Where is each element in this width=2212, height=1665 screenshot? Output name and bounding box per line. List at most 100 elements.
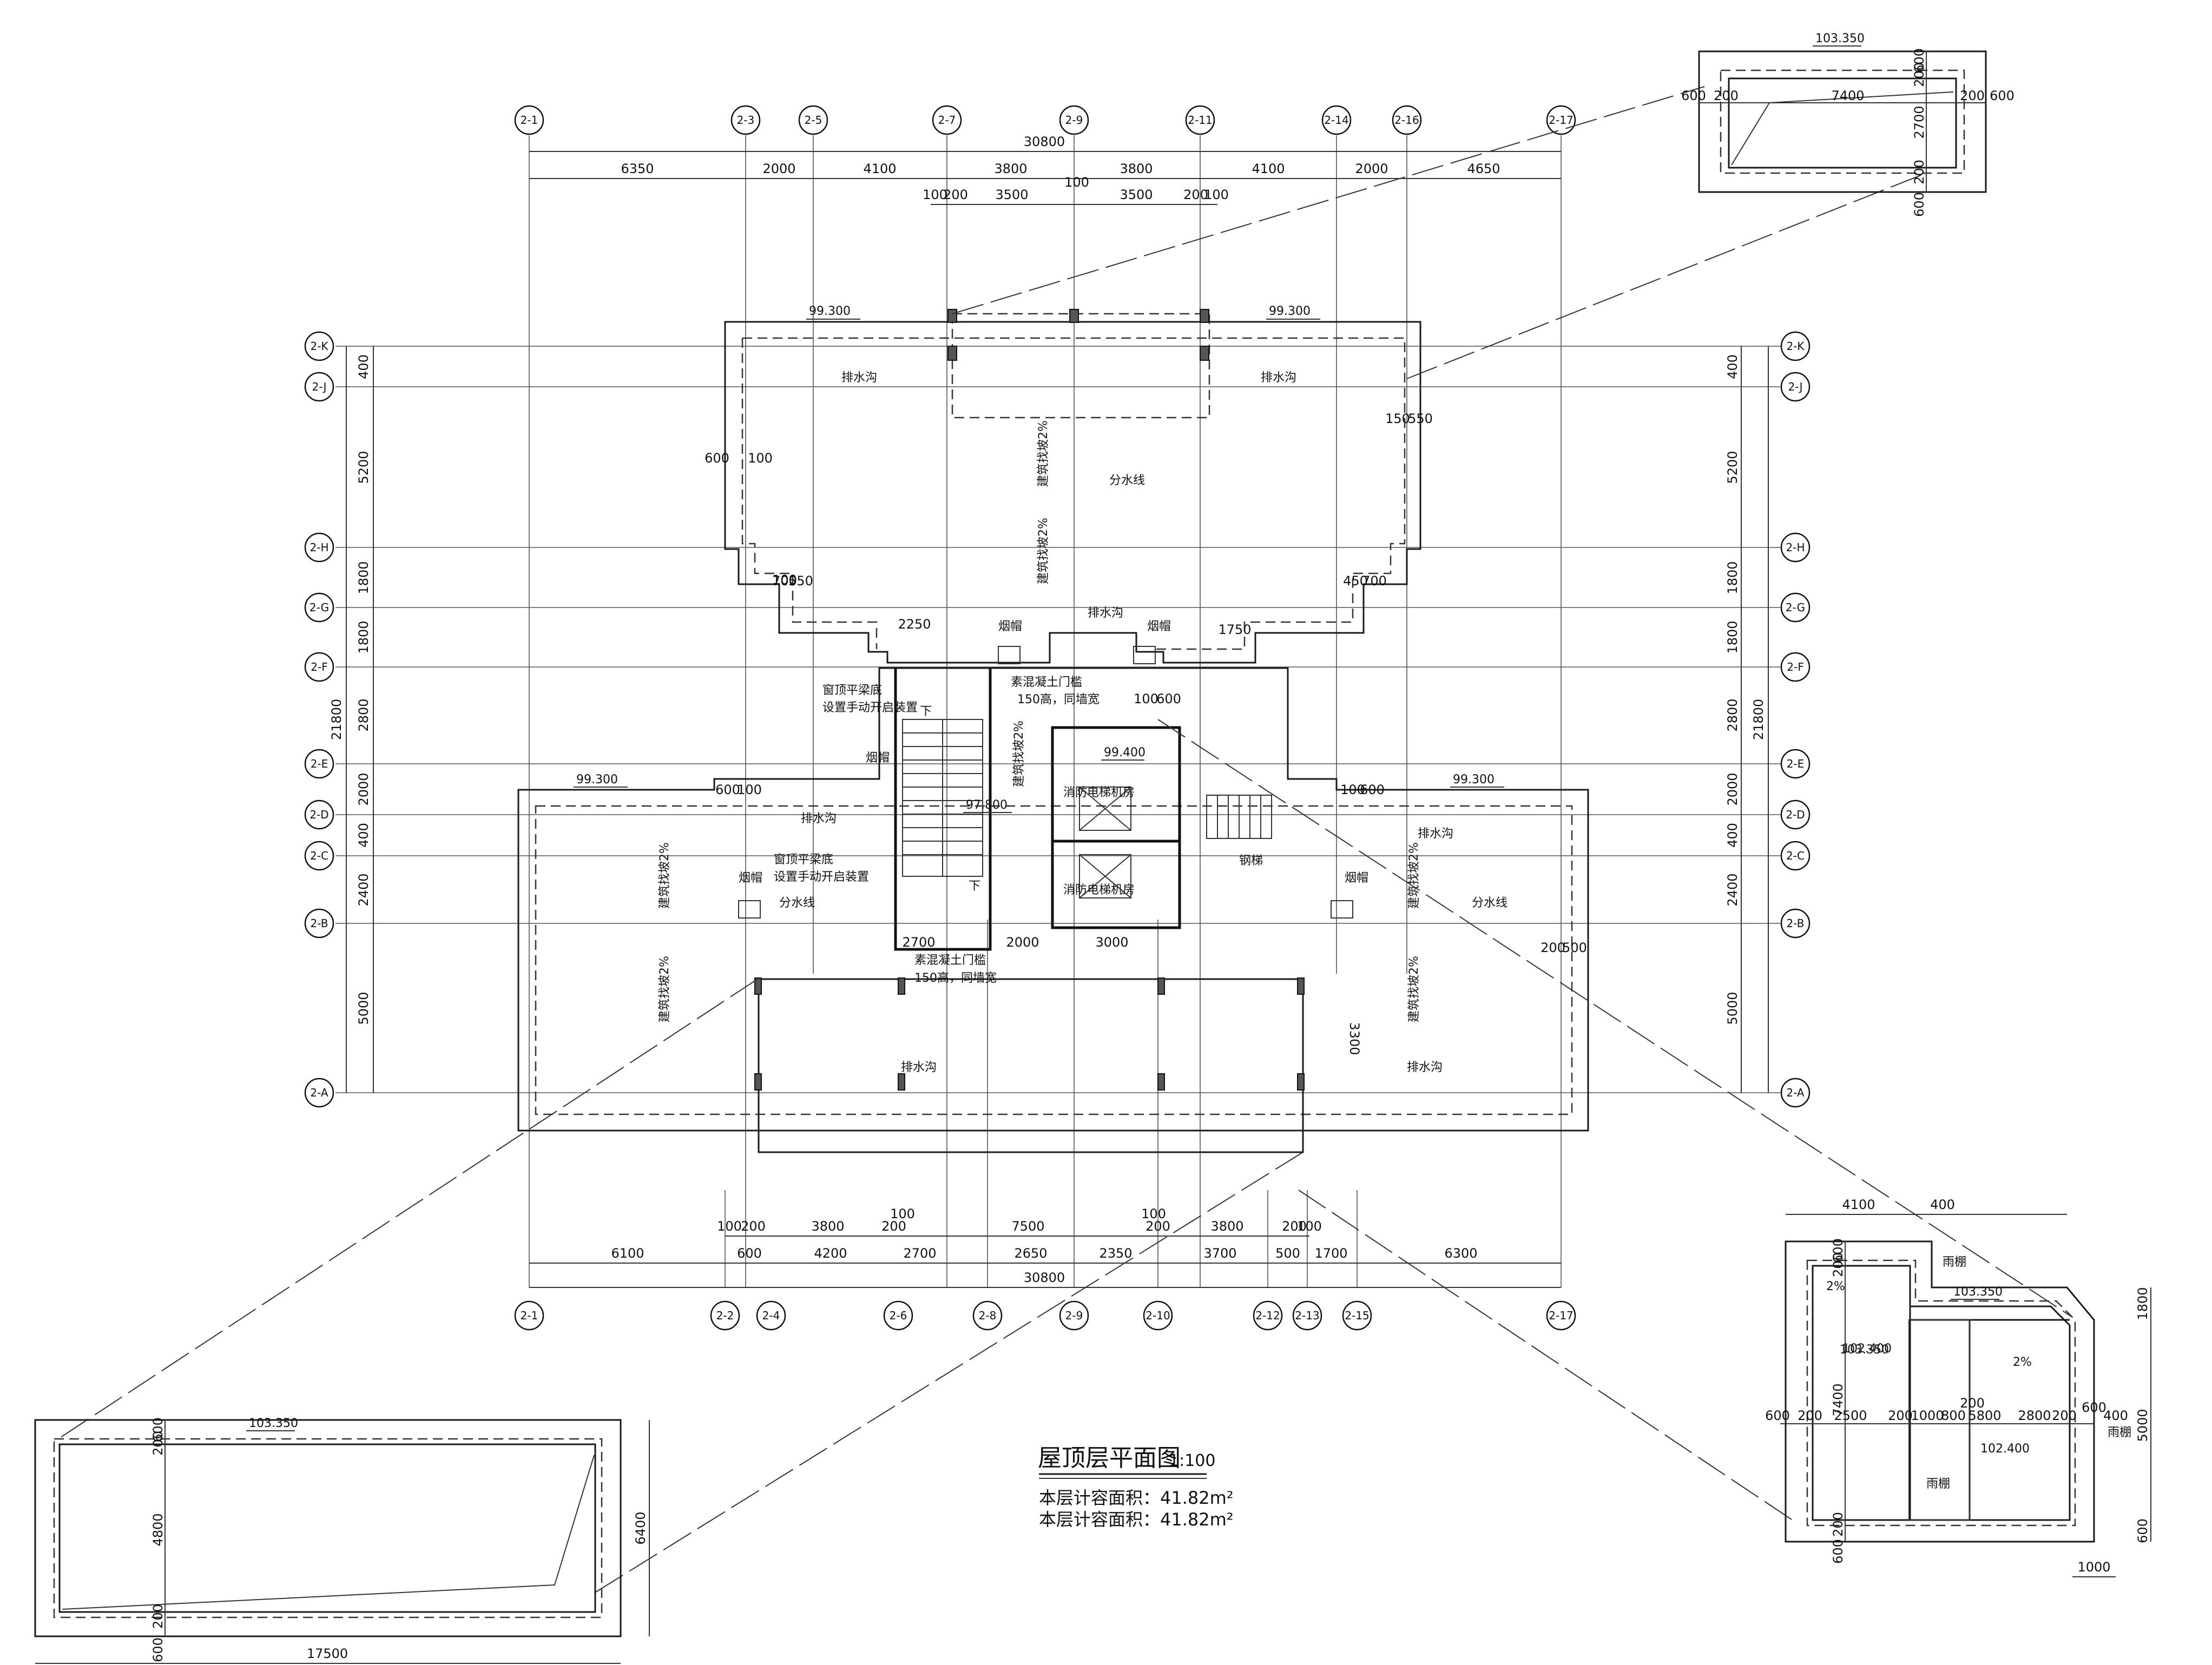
divide-note: 分水线	[1109, 474, 1145, 487]
dim: 200	[1541, 940, 1565, 955]
dim: 100	[1064, 175, 1089, 190]
dim: 200	[1714, 88, 1739, 103]
dim: 3000	[1095, 935, 1128, 950]
dim: 2400	[356, 873, 371, 906]
detail-top-right: 103.350 600 200 7400 200 600 600 200 270…	[1681, 32, 2015, 217]
slope-arrow-note: 2%	[1826, 1280, 1845, 1293]
detail-elevation: 103.350	[1815, 32, 1865, 45]
slope-note: 建筑找坡2%	[1037, 420, 1050, 487]
axis-bubbles-right: 2-K 2-J 2-H 2-G 2-F 2-E 2-D 2-C 2-B 2-A	[1780, 331, 1811, 1108]
dimension-chain-right: 400 5200 1800 1800 2800 2000 400 2400 50…	[1725, 346, 1769, 1093]
axis-label: 2-4	[762, 1309, 780, 1322]
dim: 200	[1183, 187, 1208, 202]
axis-label: 2-9	[1065, 1309, 1083, 1322]
dim: 6350	[621, 161, 654, 176]
axis-label: 2-K	[310, 340, 328, 353]
dim: 400	[1725, 823, 1740, 848]
dim: 100	[1204, 187, 1229, 202]
slope-note: 建筑找坡2%	[1407, 956, 1421, 1022]
dim-total-top: 30800	[1024, 134, 1065, 149]
sill-note: 素混凝土门槛	[1011, 676, 1082, 689]
axis-label: 2-G	[1786, 601, 1805, 614]
dim: 200	[881, 1219, 906, 1234]
detail-elevation: 103.350	[1840, 1343, 1889, 1357]
dim: 3700	[1203, 1246, 1236, 1261]
dim: 800	[1941, 1408, 1966, 1423]
detail-elevation: 103.350	[249, 1417, 298, 1430]
axis-label: 2-3	[737, 114, 755, 127]
dim: 2000	[1725, 772, 1740, 805]
dim: 5200	[356, 451, 371, 484]
dim: 2000	[1355, 161, 1388, 176]
drain-note: 排水沟	[1418, 827, 1453, 841]
dim: 200	[1960, 1396, 1985, 1411]
chimneys	[738, 646, 1353, 919]
dim: 400	[356, 354, 371, 379]
dim: 1800	[1725, 561, 1740, 594]
dim: 1800	[356, 561, 371, 594]
detail-elevation-small: 102.400	[1980, 1442, 2030, 1456]
axis-label: 2-A	[1786, 1086, 1805, 1099]
dim: 200	[1146, 1219, 1170, 1234]
axis-label: 2-2	[716, 1309, 734, 1322]
axis-label: 2-H	[1786, 541, 1805, 554]
slope-arrow-note: 2%	[2013, 1356, 2032, 1369]
dim: 7400	[1831, 1383, 1846, 1416]
title-block: 屋顶层平面图 1:100 本层计容面积：41.82m² 本层计容面积：41.82…	[1038, 1444, 1234, 1530]
dim: 3300	[1347, 1022, 1362, 1055]
dim: 200	[1912, 160, 1927, 184]
dim: 200	[1888, 1408, 1913, 1423]
sill-note-2: 150高，同墙宽	[914, 972, 997, 985]
axis-label: 2-B	[311, 917, 328, 930]
dim: 200	[1831, 1512, 1846, 1537]
dim: 200	[1831, 1252, 1846, 1277]
divide-note: 分水线	[779, 896, 815, 910]
walls-and-columns	[754, 309, 1305, 1091]
dim: 4800	[150, 1513, 166, 1546]
axis-bubbles-left: 2-K 2-J 2-H 2-G 2-F 2-E 2-D 2-C 2-B 2-A	[304, 331, 334, 1108]
dim: 100	[717, 1219, 742, 1234]
axis-label: 2-8	[979, 1309, 997, 1322]
dim: 200	[1912, 62, 1927, 87]
chimney-note: 烟帽	[739, 871, 762, 885]
dim: 1800	[1725, 620, 1740, 653]
dim: 100	[890, 1206, 915, 1221]
slope-note: 建筑找坡2%	[658, 842, 672, 909]
chimney-note: 烟帽	[998, 620, 1022, 633]
axis-label: 2-5	[805, 114, 822, 127]
axis-bubbles-bottom: 2-1 2-2 2-4 2-6 2-8 2-9 2-10 2-12 2-13 2…	[514, 1300, 1576, 1331]
stair-down-note: 下	[920, 705, 932, 718]
window-note: 窗顶平梁底	[822, 684, 882, 697]
axis-label: 2-15	[1345, 1309, 1369, 1322]
drain-note: 排水沟	[1407, 1061, 1443, 1074]
axis-label: 2-E	[1787, 757, 1805, 770]
axis-label: 2-11	[1188, 114, 1212, 127]
dim: 200	[1282, 1219, 1307, 1234]
dim: 200	[1960, 88, 1985, 103]
dim: 600	[1912, 48, 1927, 73]
dim: 550	[788, 573, 813, 589]
annotations: 排水沟 排水沟 排水沟 排水沟 排水沟 排水沟 排水沟 分水线 分水线 分水线 …	[658, 371, 1507, 1074]
dim: 5000	[1725, 992, 1740, 1025]
dim: 100	[1134, 691, 1158, 706]
dim-height: 6400	[633, 1511, 648, 1544]
detail-bottom-left: 103.350 17500 6400 600 200 4800 200 600	[34, 1417, 650, 1664]
dim: 500	[1275, 1246, 1300, 1261]
dim: 200	[741, 1219, 766, 1234]
dim: 2700	[902, 935, 935, 950]
axis-label: 2-10	[1146, 1309, 1170, 1322]
dimension-chain-bottom: 100 200 3800 200 100 7500 100 200 3800 2…	[529, 1206, 1561, 1288]
dim: 2250	[898, 617, 931, 632]
dim: 600	[1360, 782, 1385, 797]
axis-label: 2-D	[310, 808, 328, 821]
lift-room-note: 消防电梯机房	[1063, 883, 1135, 897]
axis-label: 2-6	[890, 1309, 907, 1322]
drain-note: 排水沟	[1088, 606, 1123, 620]
detail-elevation-small: 102.400	[1842, 1342, 1892, 1356]
dim: 100	[1297, 1219, 1322, 1234]
dim: 4100	[863, 161, 896, 176]
rain-canopy-note: 雨棚	[1926, 1477, 1950, 1491]
drain-note: 排水沟	[801, 812, 837, 825]
slope-note: 建筑找坡2%	[1407, 842, 1421, 909]
